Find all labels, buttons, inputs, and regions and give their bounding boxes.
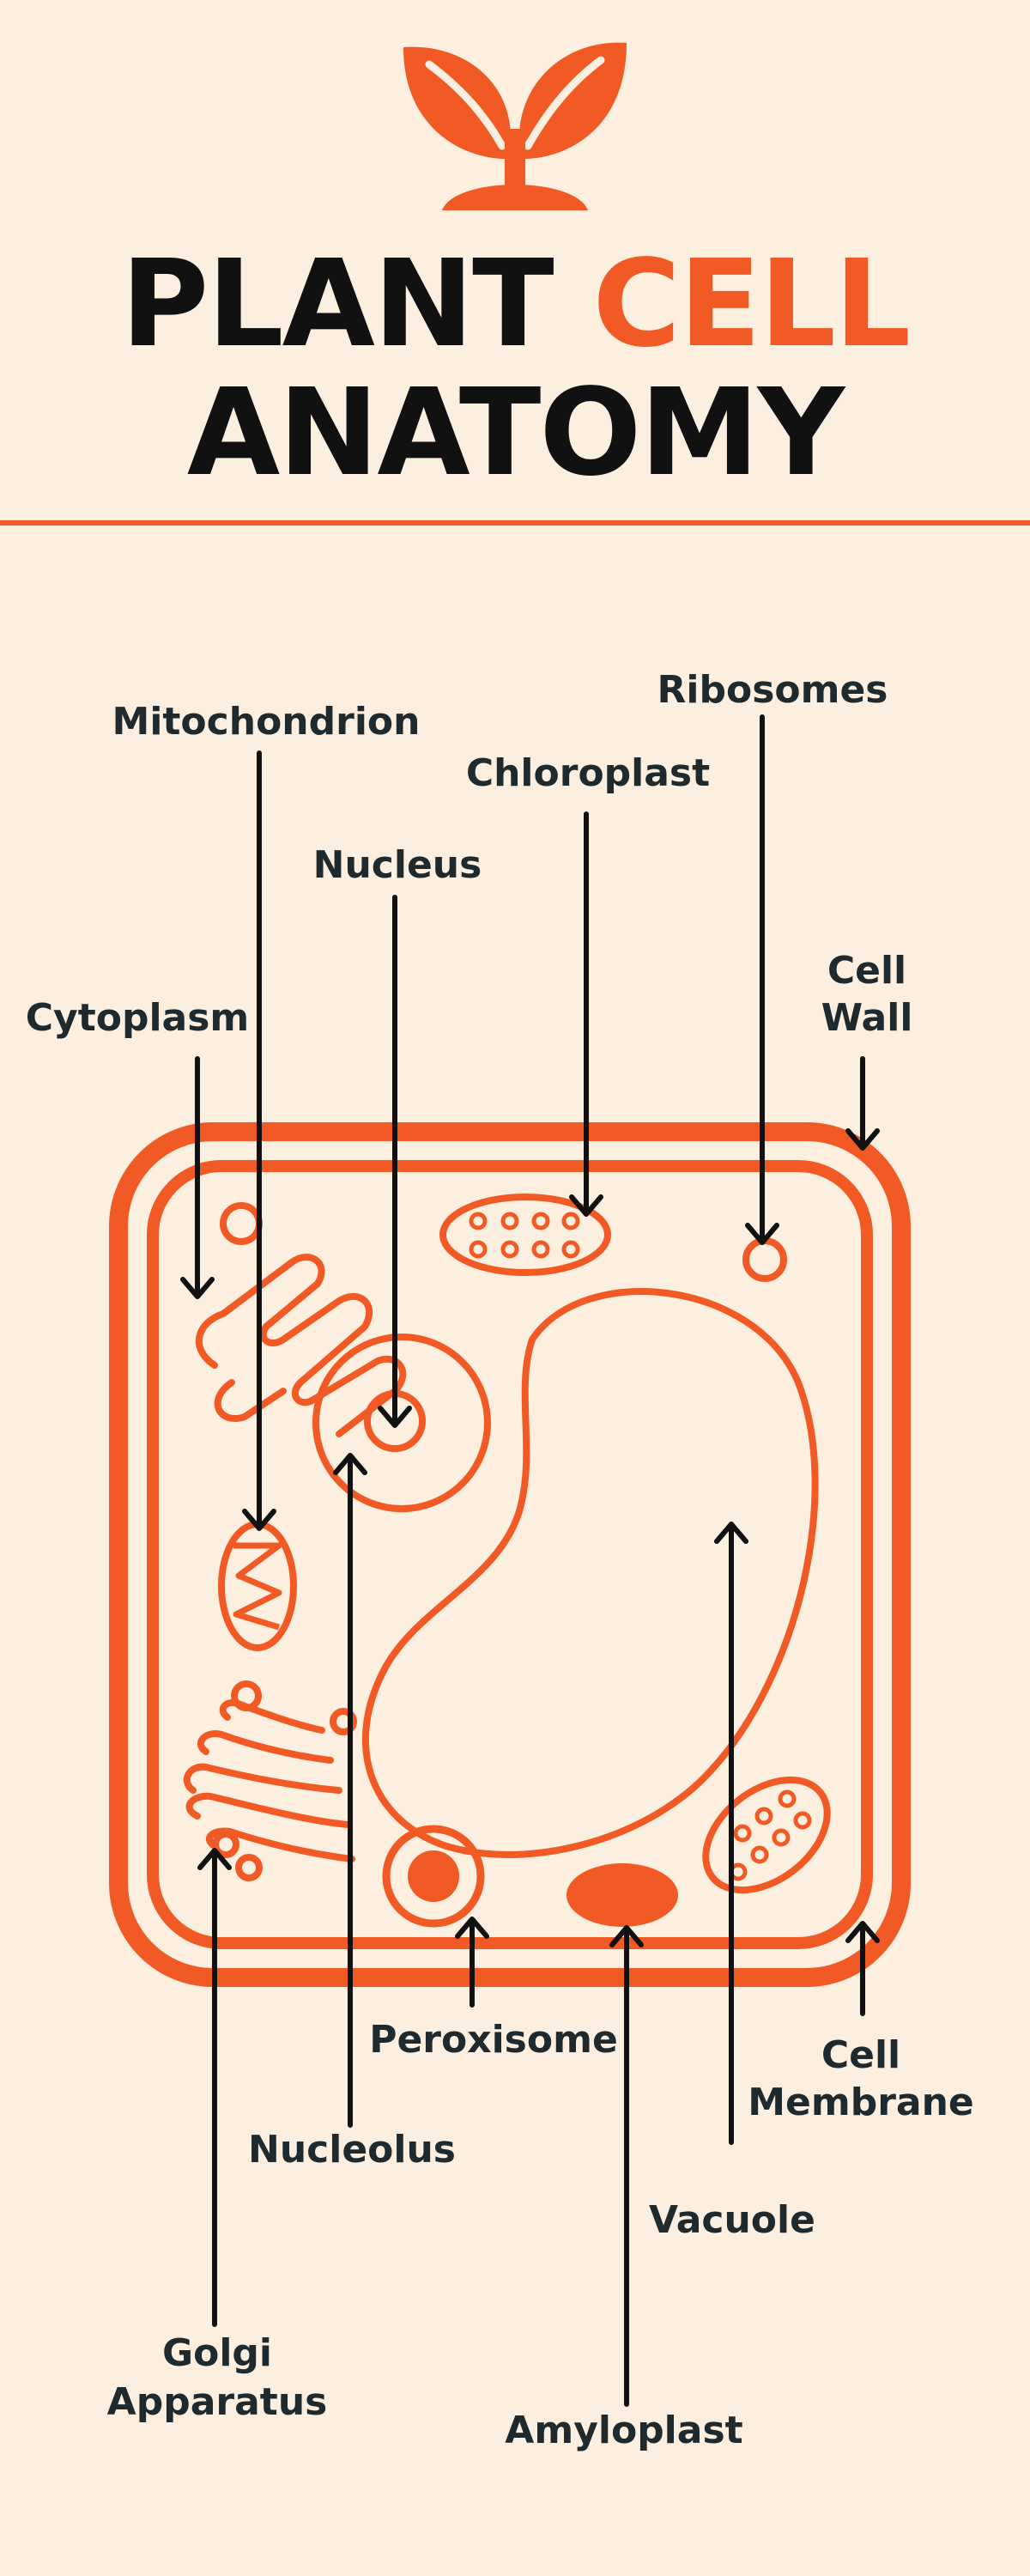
label-amyloplast: Amyloplast (505, 2409, 742, 2452)
label-ribosomes: Ribosomes (657, 668, 888, 712)
title-line-2: ANATOMY (186, 363, 845, 503)
sprout-icon (403, 42, 627, 210)
label-mitochondrion: Mitochondrion (112, 700, 421, 744)
pointer-cell-wall (845, 1056, 880, 1151)
pointer-nucleus (378, 895, 412, 1428)
vacuole (361, 1288, 819, 1858)
cell-wall (109, 1122, 911, 1987)
chloroplast-right (702, 1776, 831, 1894)
label-golgi-line-2: Apparatus (107, 2380, 328, 2424)
label-nucleolus: Nucleolus (248, 2128, 456, 2172)
ribosome (742, 1237, 787, 1282)
pointer-cell-membrane (845, 1921, 880, 2016)
pointer-vacuole (714, 1522, 748, 2145)
label-cell-wall-line-2: Wall (821, 996, 913, 1040)
label-vacuole: Vacuole (649, 2198, 815, 2242)
label-cell-wall-line-1: Cell (827, 949, 906, 993)
peroxisome (382, 1825, 485, 1928)
vesicle-top-left (220, 1202, 263, 1245)
header-divider (0, 520, 1030, 526)
pointer-mitochondrion (242, 750, 276, 1531)
pointer-chloroplast (569, 811, 603, 1217)
title-word-plant: PLANT (120, 234, 554, 374)
pointer-amyloplast (609, 1925, 644, 2407)
title-word-cell: CELL (592, 234, 911, 374)
golgi-apparatus (183, 1680, 357, 1881)
pointer-cytoplasm (180, 1056, 215, 1299)
label-nucleus: Nucleus (313, 843, 482, 887)
title-line-1: PLANT CELL (0, 236, 1030, 374)
label-cytoplasm: Cytoplasm (26, 996, 250, 1040)
endoplasmic-reticulum (195, 1254, 407, 1437)
label-cell-membrane-line-1: Cell (821, 2033, 900, 2077)
label-chloroplast: Chloroplast (466, 751, 710, 795)
cell-body (109, 1122, 911, 1987)
label-golgi-line-1: Golgi (162, 2331, 272, 2375)
pointer-nucleolus (333, 1453, 367, 2128)
amyloplast (566, 1863, 678, 1927)
header: PLANT CELL ANATOMY (0, 0, 1030, 526)
mitochondrion (218, 1521, 297, 1651)
pointer-peroxisome (455, 1917, 489, 2008)
pointer-ribosomes (745, 714, 779, 1245)
label-cell-membrane-line-2: Membrane (748, 2081, 974, 2124)
cell-membrane (147, 1160, 873, 1949)
labels: Mitochondrion Ribosomes Chloroplast Nucl… (26, 668, 974, 2452)
chloroplast-top (439, 1194, 611, 1276)
label-peroxisome: Peroxisome (369, 2018, 618, 2062)
pointer-lines (180, 714, 880, 2407)
pointer-golgi-apparatus (197, 1848, 232, 2327)
